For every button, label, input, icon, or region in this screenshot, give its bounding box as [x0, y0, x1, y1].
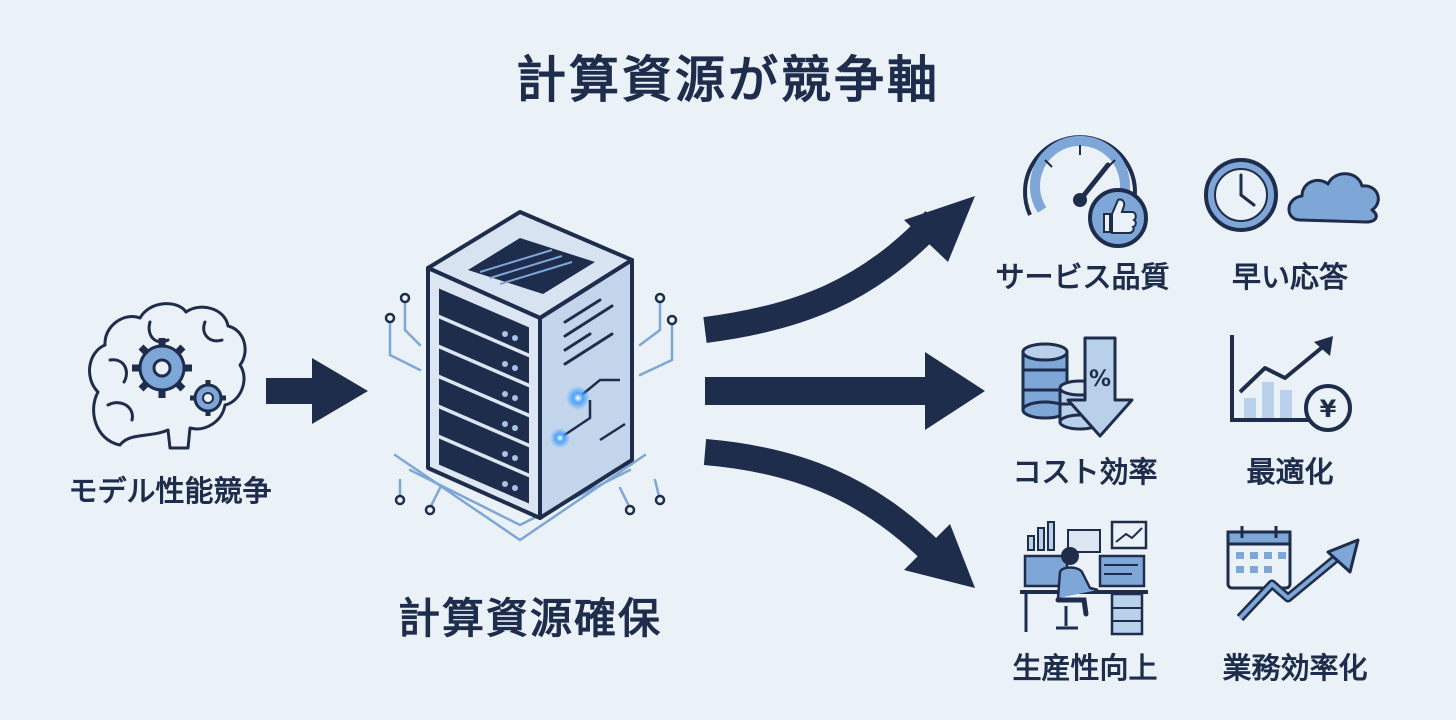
server-icon — [384, 210, 678, 542]
growth-chart-icon — [1230, 335, 1333, 422]
label-compute-secure: 計算資源確保 — [397, 594, 662, 643]
label-cost-efficiency: コスト効率 — [1012, 455, 1158, 489]
small-gear-icon — [190, 380, 226, 416]
brain-gears-icon — [88, 302, 247, 450]
label-optimization: 最適化 — [1246, 455, 1334, 489]
thumbs-up-icon — [1088, 188, 1148, 248]
arrow-to-server — [266, 358, 368, 424]
label-model-competition: モデル性能競争 — [68, 474, 272, 508]
office-worker-icon — [1020, 520, 1148, 636]
yen-sign: ¥ — [1320, 395, 1337, 423]
label-service-quality: サービス品質 — [995, 260, 1170, 294]
calendar-growth-icon — [1226, 526, 1360, 622]
label-fast-response: 早い応答 — [1231, 260, 1348, 294]
yen-coin-icon: ¥ — [1304, 384, 1352, 432]
down-arrow-percent-icon: % — [1066, 336, 1134, 438]
page-title: 計算資源が競争軸 — [516, 51, 940, 109]
label-work-efficiency: 業務効率化 — [1222, 651, 1368, 685]
arrow-to-quality — [703, 196, 975, 343]
label-productivity: 生産性向上 — [1012, 651, 1158, 685]
clock-icon — [1204, 158, 1278, 232]
percent-sign: % — [1089, 367, 1111, 392]
cloud-icon — [1287, 172, 1380, 224]
gear-icon — [132, 338, 192, 398]
arrow-to-productivity — [703, 439, 975, 588]
arrow-to-cost — [705, 352, 985, 430]
